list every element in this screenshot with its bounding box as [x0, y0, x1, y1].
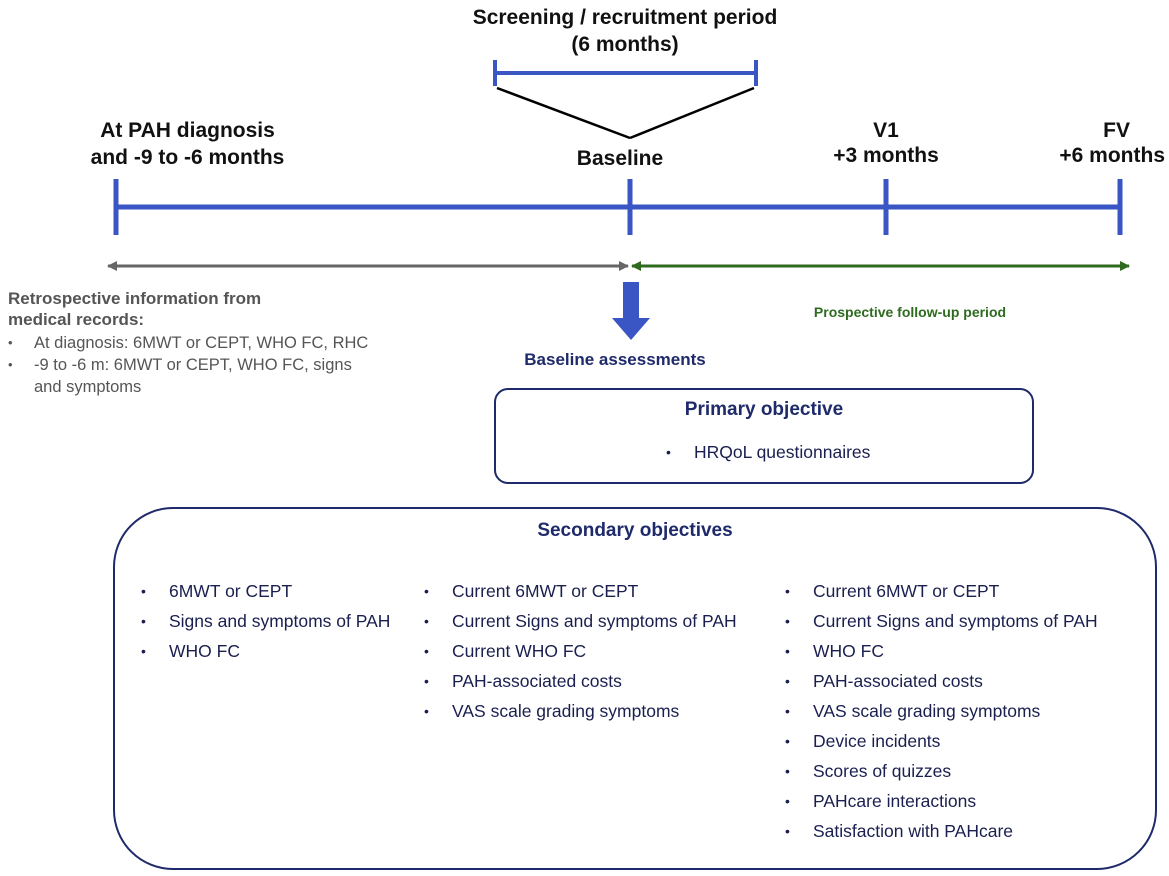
secondary-item: PAHcare interactions: [785, 786, 1098, 816]
secondary-item: Scores of quizzes: [785, 756, 1098, 786]
primary-objective-box: Primary objective HRQoL questionnaires: [494, 388, 1034, 484]
secondary-item: VAS scale grading symptoms: [785, 696, 1098, 726]
secondary-item: 6MWT or CEPT: [141, 576, 390, 606]
secondary-item: WHO FC: [141, 636, 390, 666]
secondary-item: Device incidents: [785, 726, 1098, 756]
secondary-column-2: Current 6MWT or CEPT Current Signs and s…: [424, 576, 737, 726]
screening-title-line2: (6 months): [571, 33, 679, 56]
retrospective-item: -9 to -6 m: 6MWT or CEPT, WHO FC, signs …: [8, 354, 374, 398]
baseline-label: Baseline: [576, 147, 664, 170]
secondary-item: Current Signs and symptoms of PAH: [424, 606, 737, 636]
secondary-item: Current Signs and symptoms of PAH: [785, 606, 1098, 636]
secondary-item: Current WHO FC: [424, 636, 737, 666]
secondary-item: PAH-associated costs: [785, 666, 1098, 696]
fv-label-line1: FV: [1103, 119, 1130, 142]
secondary-item: Satisfaction with PAHcare: [785, 816, 1098, 846]
secondary-column-3: Current 6MWT or CEPT Current Signs and s…: [785, 576, 1098, 846]
v1-label-line2: +3 months: [833, 144, 939, 167]
fv-label-line2: +6 months: [1059, 144, 1165, 167]
secondary-objectives-title: Secondary objectives: [537, 520, 733, 541]
screening-title-line1: Screening / recruitment period: [472, 6, 778, 29]
main-timeline: [113, 179, 1123, 235]
baseline-down-arrow: [612, 282, 650, 340]
secondary-item: PAH-associated costs: [424, 666, 737, 696]
primary-objective-list: HRQoL questionnaires: [666, 437, 870, 467]
retrospective-item: At diagnosis: 6MWT or CEPT, WHO FC, RHC: [8, 332, 374, 354]
baseline-assessments-label: Baseline assessments: [524, 350, 706, 369]
secondary-column-1: 6MWT or CEPT Signs and symptoms of PAH W…: [141, 576, 390, 666]
screening-bracket: [493, 60, 758, 86]
v1-label-line1: V1: [873, 119, 899, 142]
retrospective-heading-line2: medical records:: [8, 310, 145, 329]
primary-objective-title: Primary objective: [684, 399, 844, 420]
pah-diagnosis-label-line1: At PAH diagnosis: [100, 119, 275, 142]
primary-objective-item: HRQoL questionnaires: [666, 437, 870, 467]
pah-diagnosis-label-line2: and -9 to -6 months: [90, 146, 285, 169]
retrospective-list: At diagnosis: 6MWT or CEPT, WHO FC, RHC …: [8, 332, 374, 398]
retrospective-heading-line1: Retrospective information from: [8, 289, 262, 308]
secondary-item: Current 6MWT or CEPT: [785, 576, 1098, 606]
screening-funnel: [496, 86, 755, 140]
secondary-item: Signs and symptoms of PAH: [141, 606, 390, 636]
secondary-item: WHO FC: [785, 636, 1098, 666]
secondary-objectives-box: Secondary objectives 6MWT or CEPT Signs …: [113, 507, 1157, 870]
prospective-period-label: Prospective follow-up period: [813, 304, 1007, 320]
secondary-item: Current 6MWT or CEPT: [424, 576, 737, 606]
secondary-item: VAS scale grading symptoms: [424, 696, 737, 726]
